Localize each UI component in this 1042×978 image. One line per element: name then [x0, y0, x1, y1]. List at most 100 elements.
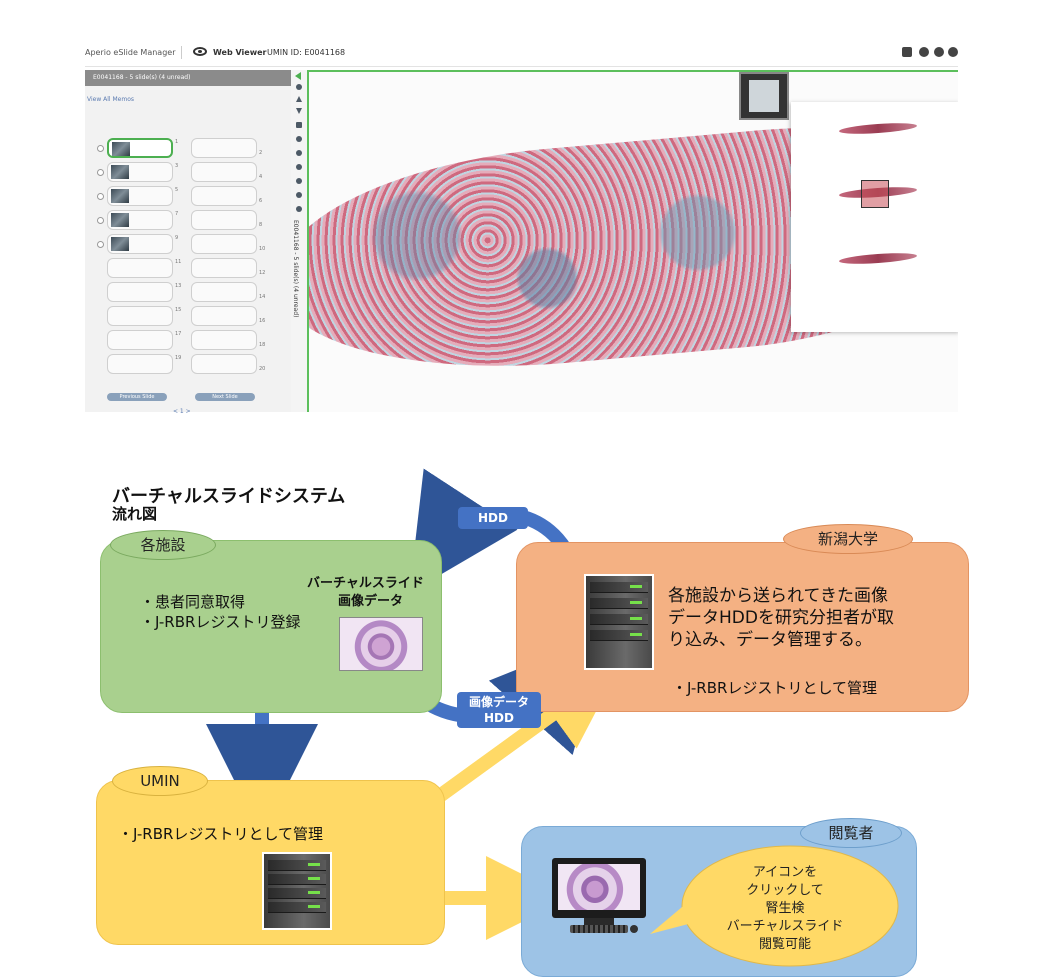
slide-list-header[interactable]: E0041168 - 5 slide(s) (4 unread)	[85, 70, 291, 86]
server-icon-niigata	[584, 574, 654, 670]
monitor-stand	[584, 918, 614, 925]
slide-viewer-screenshot: Aperio eSlide Manager Web Viewer UMIN ID…	[85, 40, 958, 415]
previous-slide-button[interactable]: Previous Slide	[107, 393, 167, 401]
facility-tag: 各施設	[110, 530, 216, 560]
slide-slot-number: 18	[259, 342, 266, 348]
slide-thumbnail[interactable]	[191, 354, 257, 374]
slide-thumbnail[interactable]	[191, 234, 257, 254]
slide-overview-minimap[interactable]	[791, 102, 958, 332]
slide-slot-number: 4	[259, 174, 263, 180]
server-drive	[268, 902, 326, 913]
gear-icon[interactable]	[919, 47, 929, 57]
view-all-memos-link[interactable]: View All Memos	[87, 96, 135, 103]
slide-thumbnail[interactable]	[107, 330, 173, 350]
rotate-icon[interactable]	[296, 192, 302, 198]
slide-thumbnail[interactable]	[191, 138, 257, 158]
slide-slot-number: 1	[175, 139, 179, 145]
zoom-in-icon[interactable]	[296, 96, 302, 102]
diagram-title: バーチャルスライドシステム	[112, 486, 346, 507]
umin-tag: UMIN	[112, 766, 208, 796]
slide-slot-number: 16	[259, 318, 266, 324]
zoom-out-icon[interactable]	[296, 108, 302, 114]
keyboard-icon	[570, 925, 628, 933]
slide-select-radio[interactable]	[97, 193, 104, 200]
server-led	[308, 863, 320, 866]
settings-icon[interactable]	[296, 206, 302, 212]
slide-thumbnail[interactable]	[107, 138, 173, 158]
glomerulus-image	[339, 617, 423, 671]
bubble-line3: 腎生検	[765, 901, 805, 916]
slide-count-vertical-label: E0041168 - 5 slide(s) (4 unread)	[292, 220, 299, 318]
bubble-line5: 閲覧可能	[758, 937, 811, 952]
slide-thumbnail[interactable]	[107, 258, 173, 278]
slide-thumbnail[interactable]	[107, 354, 173, 374]
slide-slot-number: 14	[259, 294, 266, 300]
slide-select-radio[interactable]	[97, 241, 104, 248]
hdd-bottom-line1: 画像データ	[468, 695, 529, 709]
niigata-tag: 新潟大学	[783, 524, 913, 554]
slide-thumbnail[interactable]	[191, 162, 257, 182]
umin-bullet-registry: ・J-RBRレジストリとして管理	[118, 825, 323, 843]
slide-thumbnail[interactable]	[191, 330, 257, 350]
slide-thumbnail[interactable]	[191, 306, 257, 326]
slide-thumbnail[interactable]	[107, 162, 173, 182]
slide-thumbnail[interactable]	[191, 258, 257, 278]
slide-slot-number: 15	[175, 307, 182, 313]
slide-label-sticker	[749, 80, 779, 112]
diagram-subtitle: 流れ図	[112, 505, 158, 523]
slide-slot-number: 7	[175, 211, 179, 217]
niigata-bullet-registry: ・J-RBRレジストリとして管理	[672, 679, 877, 697]
collapse-panel-icon[interactable]	[295, 72, 301, 80]
slide-select-radio[interactable]	[97, 169, 104, 176]
fit-screen-icon[interactable]	[296, 122, 302, 128]
server-drive	[268, 874, 326, 885]
help-icon[interactable]	[934, 47, 944, 57]
slide-image-view[interactable]	[307, 70, 958, 412]
slide-thumbnail[interactable]	[107, 234, 173, 254]
next-slide-button[interactable]: Next Slide	[195, 393, 255, 401]
hdd-label-top: HDD	[458, 507, 528, 529]
server-led	[630, 617, 642, 620]
viewer-top-bar: Aperio eSlide Manager Web Viewer UMIN ID…	[85, 40, 958, 67]
home-icon[interactable]	[296, 84, 302, 90]
slide-thumbnail[interactable]	[107, 186, 173, 206]
slide-thumbnail[interactable]	[107, 306, 173, 326]
pencil-icon[interactable]	[296, 178, 302, 184]
minimap-viewport-box[interactable]	[861, 180, 889, 208]
ruler-icon[interactable]	[296, 150, 302, 156]
slide-thumbnail[interactable]	[191, 282, 257, 302]
umin-id-label: UMIN ID: E0041168	[267, 48, 346, 57]
image-data-label: 画像データ	[338, 594, 404, 609]
logout-icon[interactable]	[948, 47, 958, 57]
slide-select-radio[interactable]	[97, 217, 104, 224]
top-separator	[181, 46, 182, 59]
slide-thumbnail[interactable]	[191, 186, 257, 206]
server-icon-umin	[262, 852, 332, 930]
web-viewer-label[interactable]: Web Viewer	[213, 48, 267, 57]
pan-icon[interactable]	[296, 136, 302, 142]
slide-slot-number: 13	[175, 283, 182, 289]
server-drive	[590, 630, 648, 641]
slide-slot-number: 5	[175, 187, 179, 193]
annotate-icon[interactable]	[296, 164, 302, 170]
virtual-slide-label: バーチャルスライド	[307, 576, 424, 591]
slide-label-image	[739, 72, 789, 120]
facility-bullet-consent: ・患者同意取得	[140, 593, 246, 611]
slide-slot-number: 11	[175, 259, 182, 265]
slide-slot-number: 8	[259, 222, 263, 228]
slide-slot-number: 12	[259, 270, 266, 276]
slide-thumbnail[interactable]	[107, 282, 173, 302]
slide-pager[interactable]: < 1 >	[173, 408, 191, 415]
app-name: Aperio eSlide Manager	[85, 48, 176, 57]
slide-slot-number: 9	[175, 235, 179, 241]
server-drive	[268, 860, 326, 871]
slide-select-radio[interactable]	[97, 145, 104, 152]
server-drive	[590, 614, 648, 625]
server-led	[630, 601, 642, 604]
slide-thumbnail[interactable]	[107, 210, 173, 230]
users-icon[interactable]	[902, 47, 912, 57]
hdd-label-bottom: 画像データ HDD	[457, 692, 541, 728]
server-led	[630, 585, 642, 588]
slide-thumbnail[interactable]	[191, 210, 257, 230]
slide-slot-number: 17	[175, 331, 182, 337]
